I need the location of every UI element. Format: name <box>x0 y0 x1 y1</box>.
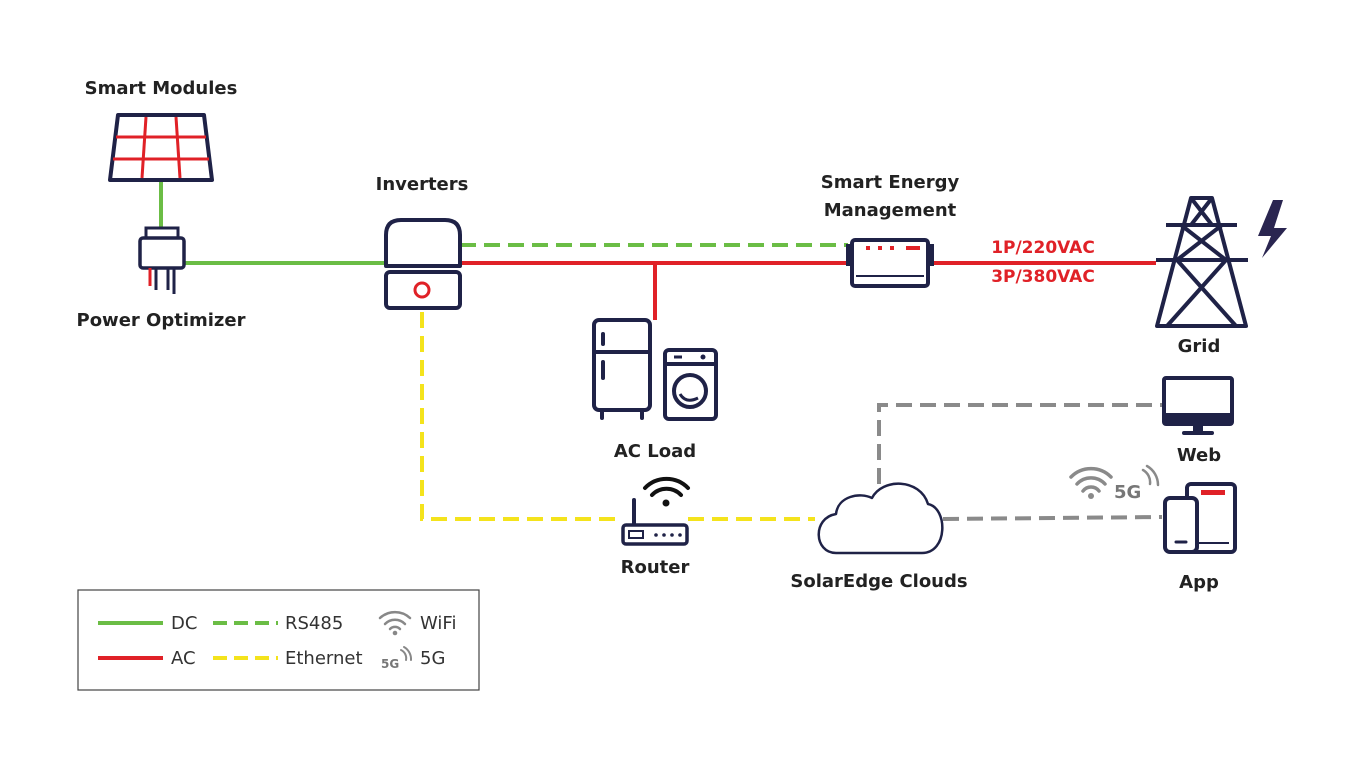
legend-ethernet-label: Ethernet <box>285 648 363 669</box>
legend-wifi-label: WiFi <box>420 613 456 634</box>
web-label: Web <box>1177 445 1221 466</box>
ethernet-line-inverter-router <box>420 312 620 521</box>
app-label: App <box>1179 572 1219 593</box>
smart-modules-label: Smart Modules <box>85 78 238 99</box>
legend: DC RS485 WiFi AC Ethernet 5G 5G <box>77 589 480 691</box>
sem-label-line1: Smart Energy <box>821 172 960 193</box>
solar-panel-icon <box>108 113 214 182</box>
legend-dc-label: DC <box>171 613 197 634</box>
inverters-label: Inverters <box>376 174 469 195</box>
legend-5g-label: 5G <box>420 648 445 669</box>
legend-ac-label: AC <box>171 648 196 669</box>
grid-label: Grid <box>1178 336 1221 357</box>
cloud-link-app <box>942 515 1163 521</box>
cloud-link-web <box>877 403 1162 484</box>
lightning-bolt-icon <box>1258 200 1287 258</box>
router-label: Router <box>621 557 690 578</box>
ac-voltage-3p-label: 3P/380VAC <box>991 267 1095 287</box>
ac-load-label: AC Load <box>614 441 696 462</box>
wifi-icon <box>643 477 690 507</box>
refrigerator-icon <box>592 318 652 420</box>
ac-voltage-1p-label: 1P/220VAC <box>991 238 1095 258</box>
smart-energy-meter-icon <box>846 238 934 288</box>
monitor-icon <box>1162 376 1234 435</box>
fiveg-tag: 5G <box>1114 482 1141 503</box>
legend-5g-icon: 5G <box>381 646 412 671</box>
cloud-icon <box>817 482 944 555</box>
power-optimizer-icon <box>138 226 186 294</box>
legend-wifi-icon <box>378 610 412 636</box>
clouds-label: SolarEdge Clouds <box>790 571 967 592</box>
legend-rs485-label: RS485 <box>285 613 343 634</box>
router-icon <box>621 498 689 546</box>
connections <box>159 180 1163 521</box>
inverter-icon <box>384 218 462 310</box>
power-optimizer-label: Power Optimizer <box>77 310 246 331</box>
fiveg-signal-icon: 5G <box>1114 464 1160 503</box>
legend-5g-icon-tag: 5G <box>381 657 399 671</box>
transmission-tower-icon <box>1155 196 1248 328</box>
washing-machine-icon <box>663 348 718 421</box>
phone-icon <box>1163 496 1199 554</box>
sem-label-line2: Management <box>824 200 957 221</box>
wifi-signal-icon <box>1069 466 1113 499</box>
